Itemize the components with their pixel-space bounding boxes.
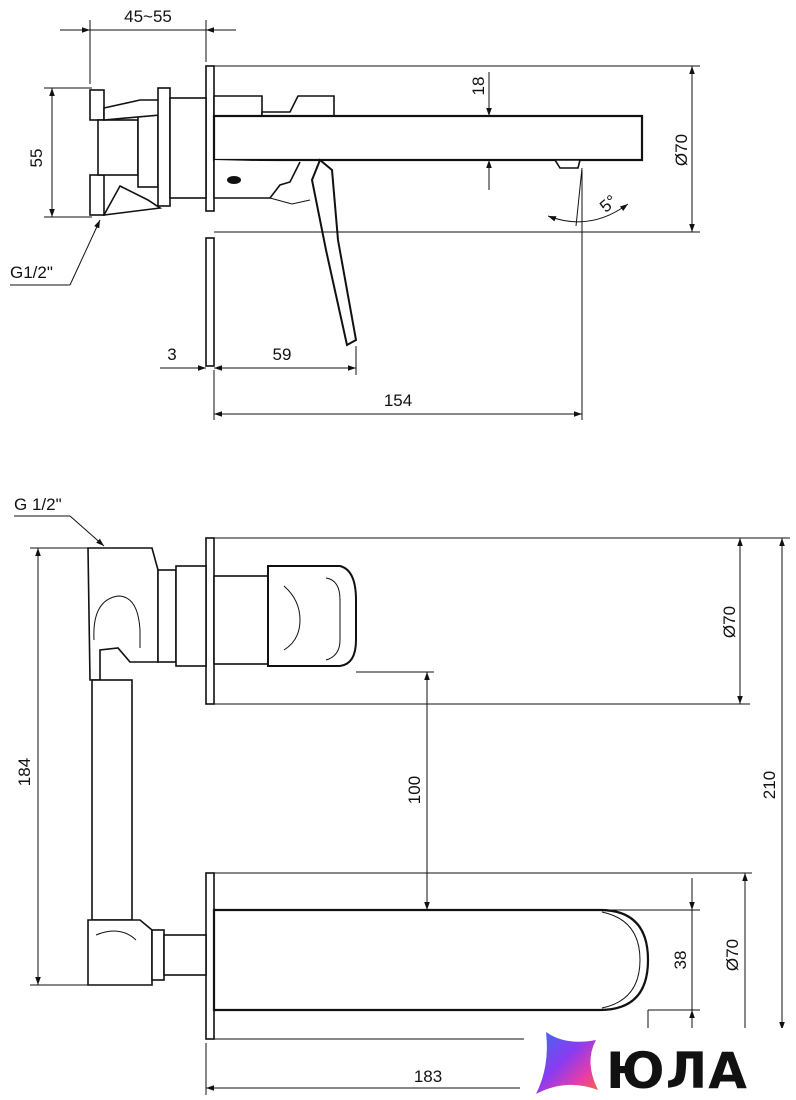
dim-body-height: 55 <box>27 149 46 168</box>
side-lever-handle <box>310 158 358 347</box>
front-view: G 1/2" 184 100 Ø70 210 Ø70 <box>14 495 790 1095</box>
dim-offset: 3 <box>167 345 176 364</box>
dim-plate-diameter: Ø70 <box>672 134 691 166</box>
front-dim-spacing: 100 <box>405 776 424 804</box>
front-dim-spout-width: 38 <box>671 951 690 970</box>
front-mounting-body <box>87 547 207 986</box>
side-mounting-body <box>89 87 207 216</box>
front-dim-lower-plate: Ø70 <box>723 939 742 971</box>
brand-logo: ЮЛА <box>524 1028 796 1100</box>
front-dimensions: G 1/2" 184 100 Ø70 210 Ø70 <box>14 495 790 1095</box>
dim-lever-reach: 59 <box>273 345 292 364</box>
dim-angle: 5° <box>596 191 621 216</box>
dim-spout-thickness: 18 <box>469 77 488 96</box>
side-wall-plate <box>205 65 215 367</box>
front-spout <box>212 908 650 1012</box>
front-handle-assembly <box>157 565 357 667</box>
front-dim-upper-plate: Ø70 <box>720 606 739 638</box>
front-dim-overall-height: 210 <box>760 771 779 799</box>
front-lower-wall-plate <box>205 872 215 1040</box>
front-upper-wall-plate <box>205 537 215 705</box>
dim-wall-projection: 45~55 <box>124 7 172 26</box>
logo-star-icon <box>536 1032 598 1094</box>
dim-thread: G1/2" <box>10 263 53 282</box>
front-dim-spout-reach: 183 <box>414 1067 442 1086</box>
front-dim-thread: G 1/2" <box>14 495 62 514</box>
logo-text: ЮЛА <box>606 1042 748 1100</box>
front-dim-total-height: 184 <box>15 758 34 786</box>
dim-spout-reach: 154 <box>384 391 412 410</box>
side-spout <box>212 95 644 205</box>
side-view: 45~55 55 G1/2" 3 59 154 18 <box>10 7 700 420</box>
